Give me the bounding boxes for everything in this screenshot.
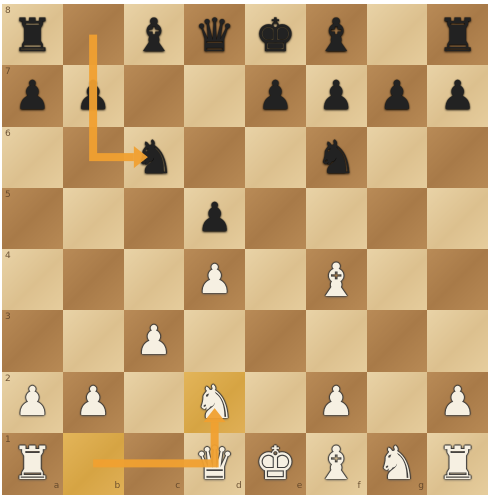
black-bishop-f8-icon[interactable]: ♝ bbox=[306, 4, 367, 65]
black-knight-c6-icon[interactable]: ♞ bbox=[124, 127, 185, 188]
white-knight-d2-icon[interactable]: ♞ bbox=[184, 372, 245, 433]
square-b5[interactable] bbox=[63, 188, 124, 250]
white-queen-d1-icon[interactable]: ♛ bbox=[184, 433, 245, 494]
black-pawn-a7-icon[interactable]: ♟ bbox=[2, 65, 63, 126]
black-knight-f6-icon[interactable]: ♞ bbox=[306, 127, 367, 188]
black-rook-a8-icon[interactable]: ♜ bbox=[2, 4, 63, 65]
black-pawn-g7-icon[interactable]: ♟ bbox=[367, 65, 428, 126]
black-pawn-b7-icon[interactable]: ♟ bbox=[63, 65, 124, 126]
black-pawn-h7-icon[interactable]: ♟ bbox=[427, 65, 488, 126]
square-d3[interactable] bbox=[184, 310, 245, 372]
white-bishop-f1-icon[interactable]: ♝ bbox=[306, 433, 367, 494]
white-rook-h1-icon[interactable]: ♜ bbox=[427, 433, 488, 494]
square-h5[interactable] bbox=[427, 188, 488, 250]
white-king-e1-icon[interactable]: ♚ bbox=[245, 433, 306, 494]
file-label-b: b bbox=[115, 482, 121, 491]
black-rook-h8-icon[interactable]: ♜ bbox=[427, 4, 488, 65]
white-pawn-a2-icon[interactable]: ♟ bbox=[2, 372, 63, 433]
black-bishop-c8-icon[interactable]: ♝ bbox=[124, 4, 185, 65]
white-pawn-f2-icon[interactable]: ♟ bbox=[306, 372, 367, 433]
square-b6[interactable] bbox=[63, 127, 124, 189]
rank-label-5: 5 bbox=[5, 191, 11, 200]
black-pawn-d5-icon[interactable]: ♟ bbox=[184, 188, 245, 249]
square-e6[interactable] bbox=[245, 127, 306, 189]
square-c4[interactable] bbox=[124, 249, 185, 311]
white-bishop-f4-icon[interactable]: ♝ bbox=[306, 249, 367, 310]
square-g5[interactable] bbox=[367, 188, 428, 250]
white-pawn-d4-icon[interactable]: ♟ bbox=[184, 249, 245, 310]
square-f3[interactable] bbox=[306, 310, 367, 372]
square-a6[interactable] bbox=[2, 127, 63, 189]
square-e3[interactable] bbox=[245, 310, 306, 372]
square-h4[interactable] bbox=[427, 249, 488, 311]
square-c7[interactable] bbox=[124, 65, 185, 127]
white-pawn-b2-icon[interactable]: ♟ bbox=[63, 372, 124, 433]
square-g6[interactable] bbox=[367, 127, 428, 189]
square-g4[interactable] bbox=[367, 249, 428, 311]
square-a3[interactable] bbox=[2, 310, 63, 372]
rank-label-6: 6 bbox=[5, 130, 11, 139]
square-e2[interactable] bbox=[245, 372, 306, 434]
square-a4[interactable] bbox=[2, 249, 63, 311]
square-f5[interactable] bbox=[306, 188, 367, 250]
black-queen-d8-icon[interactable]: ♛ bbox=[184, 4, 245, 65]
square-c2[interactable] bbox=[124, 372, 185, 434]
square-e5[interactable] bbox=[245, 188, 306, 250]
square-b4[interactable] bbox=[63, 249, 124, 311]
square-d7[interactable] bbox=[184, 65, 245, 127]
file-label-c: c bbox=[175, 482, 180, 491]
black-king-e8-icon[interactable]: ♚ bbox=[245, 4, 306, 65]
square-h3[interactable] bbox=[427, 310, 488, 372]
square-b3[interactable] bbox=[63, 310, 124, 372]
white-rook-a1-icon[interactable]: ♜ bbox=[2, 433, 63, 494]
white-pawn-c3-icon[interactable]: ♟ bbox=[124, 310, 185, 371]
square-h6[interactable] bbox=[427, 127, 488, 189]
black-pawn-e7-icon[interactable]: ♟ bbox=[245, 65, 306, 126]
square-c5[interactable] bbox=[124, 188, 185, 250]
square-e4[interactable] bbox=[245, 249, 306, 311]
rank-label-3: 3 bbox=[5, 313, 11, 322]
rank-label-4: 4 bbox=[5, 252, 11, 261]
white-knight-g1-icon[interactable]: ♞ bbox=[367, 433, 428, 494]
square-d6[interactable] bbox=[184, 127, 245, 189]
square-g8[interactable] bbox=[367, 4, 428, 66]
square-g3[interactable] bbox=[367, 310, 428, 372]
black-pawn-f7-icon[interactable]: ♟ bbox=[306, 65, 367, 126]
square-a5[interactable] bbox=[2, 188, 63, 250]
square-g2[interactable] bbox=[367, 372, 428, 434]
white-pawn-h2-icon[interactable]: ♟ bbox=[427, 372, 488, 433]
square-b8[interactable] bbox=[63, 4, 124, 66]
